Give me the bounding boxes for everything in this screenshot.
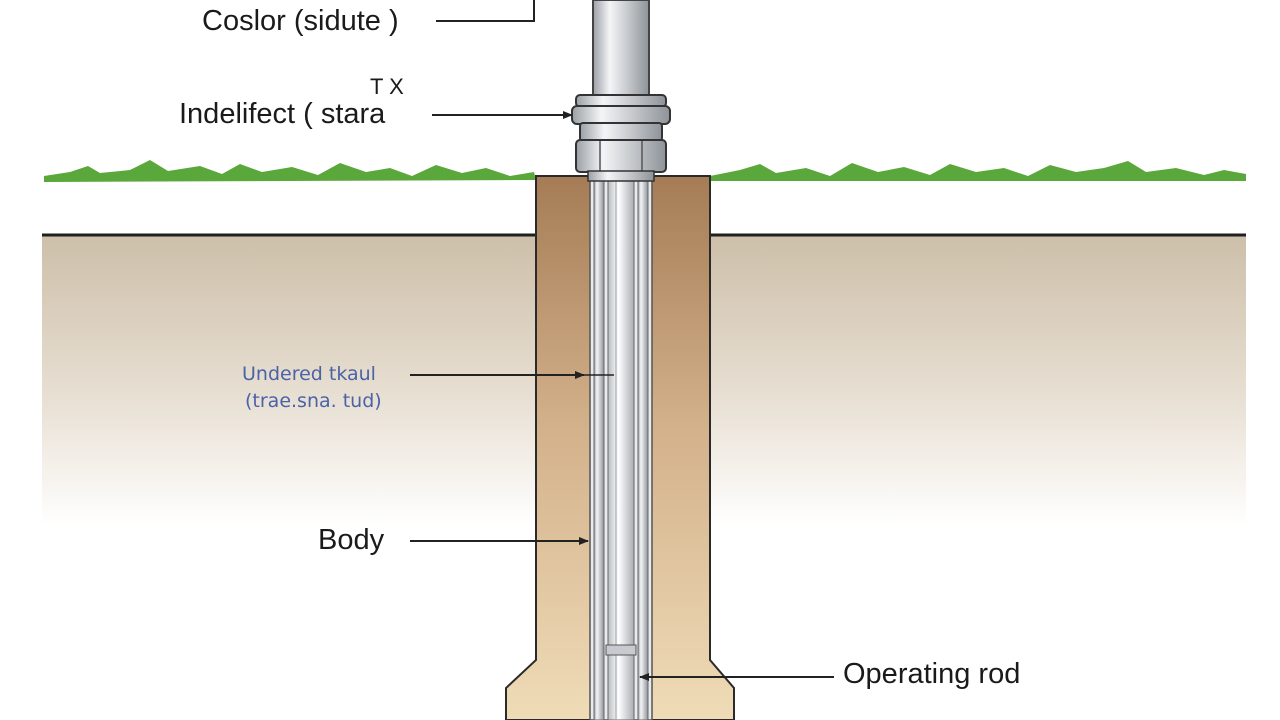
second-callout-label: Indelifect ( stara	[179, 98, 386, 130]
gland-flange-mid	[571, 105, 671, 125]
nut-collar	[587, 170, 655, 182]
gland-nut	[575, 139, 667, 173]
gland-flange-low	[579, 122, 663, 142]
inner-callout-label-line2: (trae.sna. tud)	[245, 390, 382, 412]
rod-callout-label: Operating rod	[843, 658, 1021, 690]
inner-callout-label-line1: Undered tkaul	[242, 363, 376, 385]
rod-coupling	[605, 644, 637, 656]
marker-label: T X	[370, 74, 404, 99]
grass-left	[44, 160, 536, 182]
barrel-wall-right	[637, 179, 649, 720]
standpipe	[592, 0, 650, 97]
top-callout-leader	[436, 0, 535, 22]
grass-right	[710, 161, 1246, 181]
body-callout-label: Body	[318, 524, 385, 556]
operating-rod	[607, 179, 635, 720]
top-callout-label: Coslor (sidute )	[202, 5, 399, 37]
barrel-wall-left	[593, 179, 605, 720]
